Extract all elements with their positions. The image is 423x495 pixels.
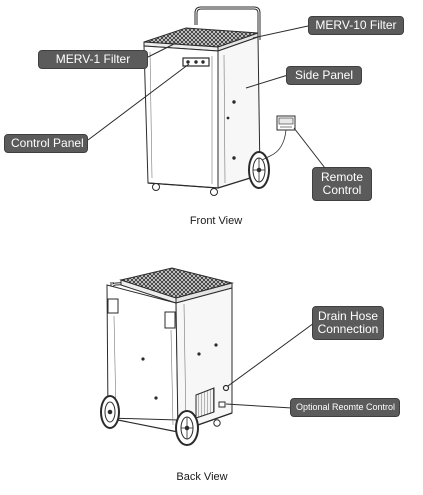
back-left-wheel (100, 395, 120, 429)
front-face-panel (143, 45, 219, 189)
callout-control-panel: Control Panel (4, 134, 88, 153)
callout-merv10-filter: MERV-10 Filter (308, 16, 404, 35)
back-right-wheel (175, 410, 199, 446)
rear-vent (195, 387, 215, 419)
callout-remote-control: Remote Control (312, 167, 372, 201)
front-wheel (248, 151, 270, 189)
callout-optional-remote-control: Optional Reomte Control (290, 398, 400, 417)
drain-hose-port (222, 384, 230, 392)
callout-side-panel: Side Panel (286, 66, 362, 85)
front-right-caster (210, 188, 218, 196)
back-leader-lines (225, 322, 315, 409)
optional-remote-port (218, 401, 226, 408)
back-caster (213, 419, 221, 427)
remote-control-device (261, 115, 296, 161)
front-leader-lines (87, 25, 326, 169)
front-left-caster (152, 183, 160, 191)
callout-merv1-filter: MERV-1 Filter (38, 50, 148, 69)
front-view-unit (143, 6, 270, 196)
front-view-caption: Front View (189, 215, 243, 227)
back-view-caption: Back View (176, 471, 228, 483)
back-view-unit (100, 267, 234, 446)
callout-drain-hose-connection: Drain Hose Connection (312, 306, 384, 340)
